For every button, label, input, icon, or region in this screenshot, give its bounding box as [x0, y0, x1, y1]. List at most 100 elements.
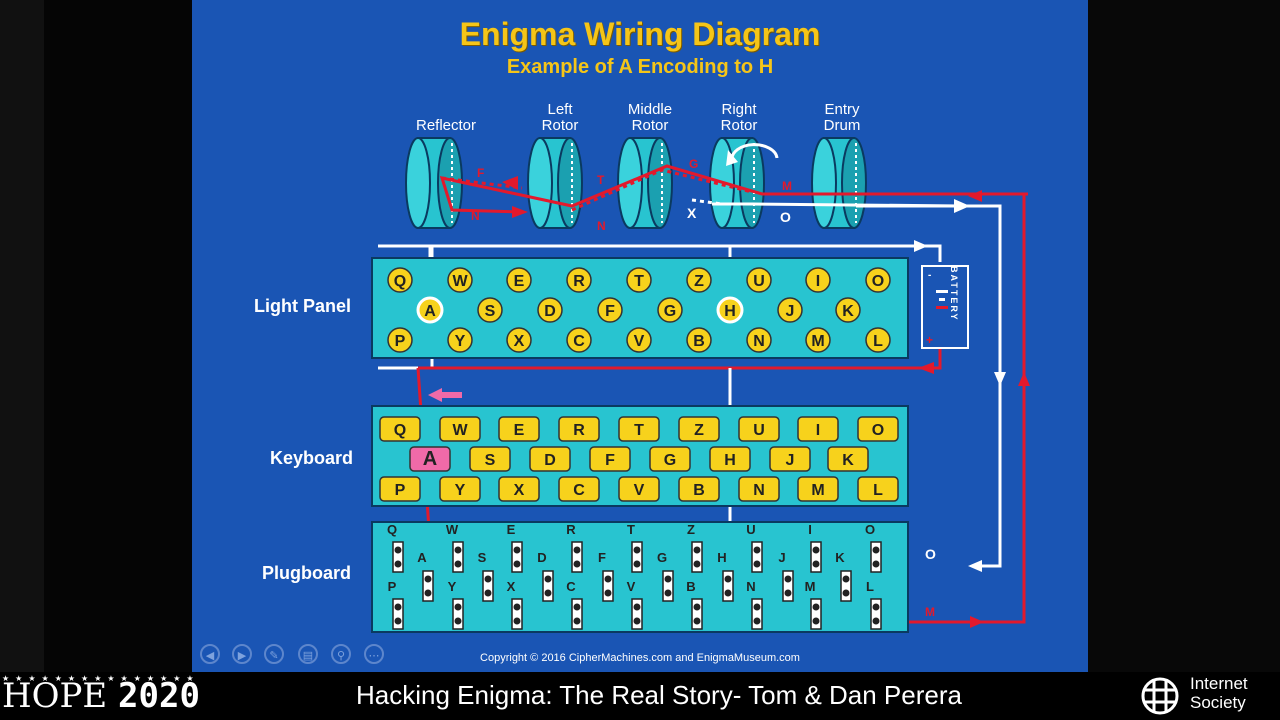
key-o[interactable]	[857, 416, 899, 442]
plug-socket-p[interactable]	[392, 598, 404, 630]
plug-socket-v[interactable]	[631, 598, 643, 630]
plug-socket-g[interactable]	[662, 570, 674, 602]
plug-socket-l[interactable]	[870, 598, 882, 630]
plug-label: L	[866, 579, 874, 594]
slides-icon[interactable]: ▤	[298, 644, 318, 664]
key-l[interactable]	[857, 476, 899, 502]
key-label: L	[873, 482, 883, 499]
key-label: D	[544, 452, 556, 469]
plug-socket-i[interactable]	[810, 541, 822, 573]
plug-socket-j[interactable]	[782, 570, 794, 602]
hope-logo: HOPE 2020	[2, 676, 200, 716]
plug-socket-s[interactable]	[482, 570, 494, 602]
plug-label: A	[417, 550, 427, 565]
key-label: Y	[455, 482, 466, 499]
lamp-label: G	[664, 303, 676, 320]
key-label: I	[816, 422, 820, 439]
key-f[interactable]	[589, 446, 631, 472]
more-icon[interactable]: ⋯	[364, 644, 384, 664]
plug-socket-h[interactable]	[722, 570, 734, 602]
key-d[interactable]	[529, 446, 571, 472]
entry-drum	[811, 137, 867, 229]
lamp-label: E	[514, 273, 525, 290]
plug-socket-f[interactable]	[602, 570, 614, 602]
white-label-o: O	[780, 209, 791, 225]
lamp-y	[447, 327, 473, 353]
presentation-background	[44, 0, 192, 672]
key-v[interactable]	[618, 476, 660, 502]
lamp-label: A	[424, 303, 436, 320]
pen-icon[interactable]: ✎	[264, 644, 284, 664]
pink-arrow	[428, 388, 462, 402]
key-g[interactable]	[649, 446, 691, 472]
plug-label: G	[657, 550, 667, 565]
plug-socket-x[interactable]	[511, 598, 523, 630]
lamp-label: Z	[694, 273, 704, 290]
key-u[interactable]	[738, 416, 780, 442]
lamp-label: R	[573, 273, 585, 290]
slide-title: Enigma Wiring Diagram	[459, 16, 821, 52]
key-z[interactable]	[678, 416, 720, 442]
key-label: M	[811, 482, 824, 499]
plug-socket-q[interactable]	[392, 541, 404, 573]
plug-socket-n[interactable]	[751, 598, 763, 630]
lamp-w	[447, 267, 473, 293]
forward-icon[interactable]: ▶	[232, 644, 252, 664]
lamp-g	[657, 297, 683, 323]
key-m[interactable]	[797, 476, 839, 502]
plug-socket-c[interactable]	[571, 598, 583, 630]
plug-socket-m[interactable]	[810, 598, 822, 630]
lamp-label: B	[693, 333, 705, 350]
key-a[interactable]	[409, 446, 451, 472]
video-footer	[0, 672, 1280, 720]
plug-socket-u[interactable]	[751, 541, 763, 573]
plug-socket-d[interactable]	[542, 570, 554, 602]
key-s[interactable]	[469, 446, 511, 472]
key-w[interactable]	[439, 416, 481, 442]
event-year: 2020	[118, 676, 200, 716]
key-q[interactable]	[379, 416, 421, 442]
plug-socket-e[interactable]	[511, 541, 523, 573]
lamp-h	[716, 296, 744, 324]
lamp-label: S	[485, 303, 496, 320]
plug-socket-y[interactable]	[452, 598, 464, 630]
key-x[interactable]	[498, 476, 540, 502]
plug-socket-r[interactable]	[571, 541, 583, 573]
key-label: X	[514, 482, 525, 499]
lamp-label: H	[724, 303, 736, 320]
key-b[interactable]	[678, 476, 720, 502]
key-c[interactable]	[558, 476, 600, 502]
key-n[interactable]	[738, 476, 780, 502]
plug-label: V	[627, 579, 636, 594]
key-label: K	[842, 452, 854, 469]
plug-socket-a[interactable]	[422, 570, 434, 602]
plug-label: O	[865, 522, 875, 537]
key-p[interactable]	[379, 476, 421, 502]
key-i[interactable]	[797, 416, 839, 442]
key-r[interactable]	[558, 416, 600, 442]
lamp-l	[865, 327, 891, 353]
plug-label: U	[746, 522, 755, 537]
plug-socket-t[interactable]	[631, 541, 643, 573]
plug-socket-b[interactable]	[691, 598, 703, 630]
plug-socket-o[interactable]	[870, 541, 882, 573]
left-margin	[0, 0, 44, 672]
reflector	[405, 137, 463, 229]
plug-socket-w[interactable]	[452, 541, 464, 573]
key-h[interactable]	[709, 446, 751, 472]
plug-socket-z[interactable]	[691, 541, 703, 573]
back-icon[interactable]: ◀	[200, 644, 220, 664]
key-j[interactable]	[769, 446, 811, 472]
key-t[interactable]	[618, 416, 660, 442]
plug-label: Z	[687, 522, 695, 537]
lamp-o	[865, 267, 891, 293]
lamp-t	[626, 267, 652, 293]
zoom-icon[interactable]: ⚲	[331, 644, 351, 664]
key-y[interactable]	[439, 476, 481, 502]
middle-rotor-label: Middle Rotor	[627, 101, 673, 134]
key-e[interactable]	[498, 416, 540, 442]
left-rotor-label: Left Rotor	[541, 101, 579, 134]
key-k[interactable]	[827, 446, 869, 472]
lamp-d	[537, 297, 563, 323]
plug-socket-k[interactable]	[840, 570, 852, 602]
